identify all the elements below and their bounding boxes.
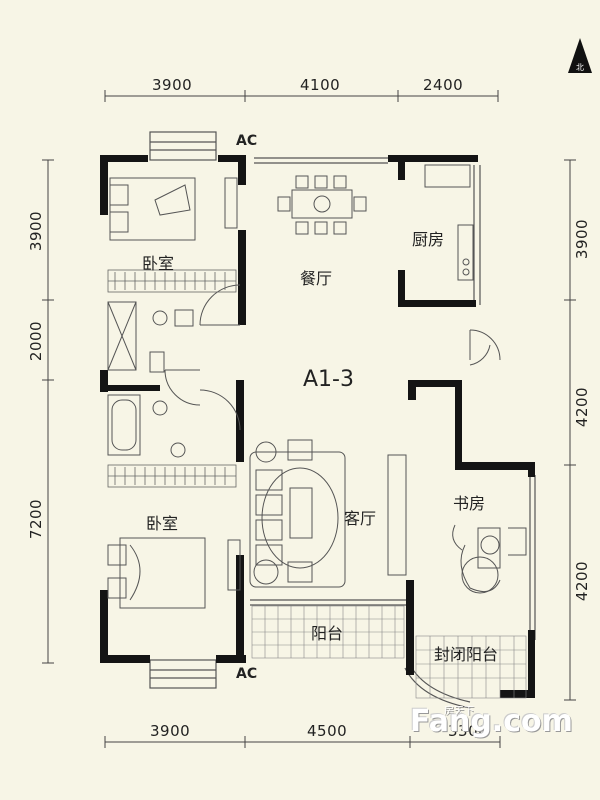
ac-label-top: AC <box>236 133 258 149</box>
balcony-tiles <box>251 605 527 699</box>
bed-top <box>109 177 196 241</box>
sofa <box>249 451 346 588</box>
dim-right-3: 4200 <box>573 560 592 602</box>
dining-table <box>291 189 353 219</box>
dim-left-3: 7200 <box>27 498 46 540</box>
dim-left-1: 3900 <box>27 210 46 252</box>
room-bedroom-top: 卧室 <box>142 254 175 273</box>
tv-cabinet <box>387 454 407 576</box>
unit-label: A1-3 <box>303 367 354 392</box>
furniture <box>107 164 527 609</box>
shower <box>107 301 137 371</box>
walls <box>100 155 535 698</box>
watermark-main: Fang.com <box>410 704 573 739</box>
dim-bottom-3: 3300 <box>448 722 489 740</box>
room-bedroom-bottom: 卧室 <box>146 514 179 533</box>
wardrobe-hatch <box>107 269 237 488</box>
dim-right-2: 4200 <box>573 386 592 428</box>
room-study: 书房 <box>453 494 486 513</box>
north-arrow <box>568 38 592 73</box>
dim-left-2: 2000 <box>27 320 46 362</box>
dim-top-1: 3900 <box>152 76 193 94</box>
dim-bottom-2: 4500 <box>307 722 348 740</box>
room-balcony: 阳台 <box>311 624 344 643</box>
room-dining: 餐厅 <box>300 269 333 288</box>
room-kitchen: 厨房 <box>412 230 445 249</box>
study-desk <box>477 527 501 569</box>
north-label: 北 <box>576 63 584 72</box>
kitchen-counter <box>424 164 471 188</box>
watermark-sub: 房天下 <box>444 706 474 717</box>
bed-bottom <box>119 537 206 609</box>
dim-bottom-1: 3900 <box>150 722 191 740</box>
bathtub <box>107 394 141 456</box>
north-indicator: 北 <box>563 40 597 80</box>
door-swings <box>164 284 501 431</box>
watermark: 房天下 Fang.com <box>410 700 600 750</box>
room-living: 客厅 <box>344 509 377 528</box>
dimension-lines <box>42 90 576 748</box>
room-enclosed-balcony: 封闭阳台 <box>434 645 499 664</box>
dim-top-2: 4100 <box>300 76 341 94</box>
dim-right-1: 3900 <box>573 218 592 260</box>
window-lines <box>149 131 536 709</box>
ac-label-bottom: AC <box>236 666 258 682</box>
dim-top-3: 2400 <box>423 76 464 94</box>
